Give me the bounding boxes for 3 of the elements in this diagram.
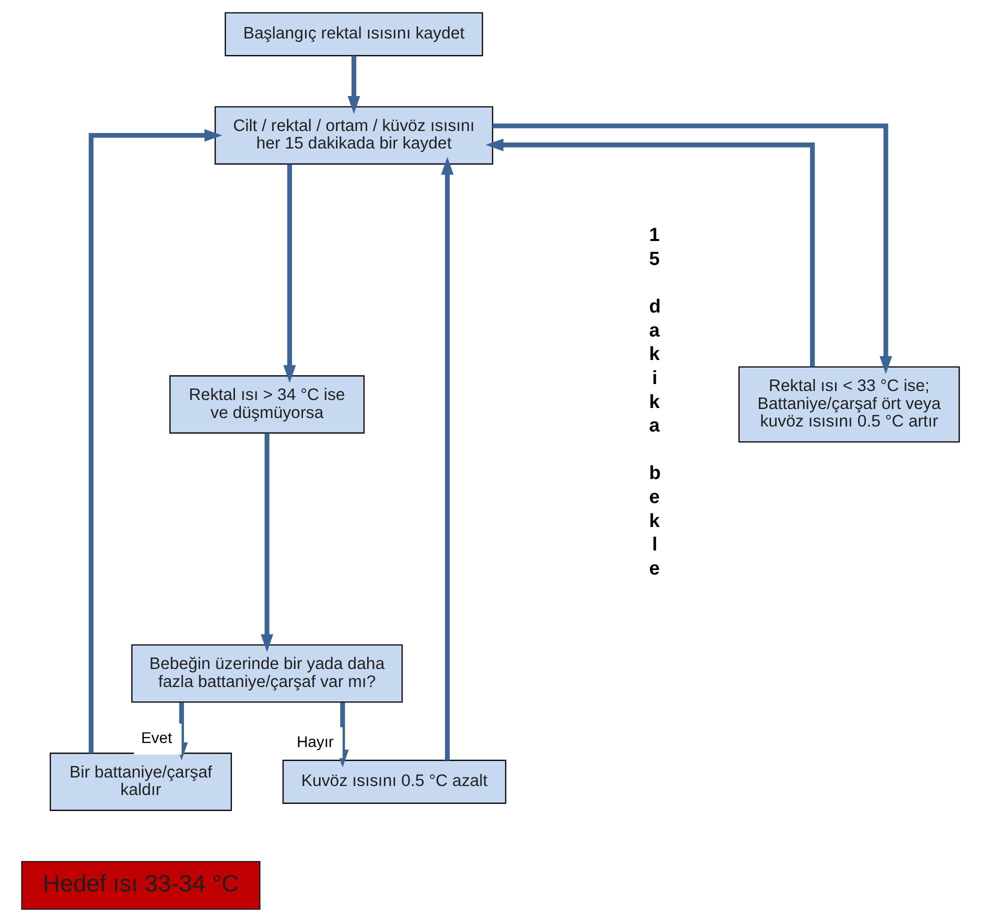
- edge-label: Hayır: [296, 734, 334, 751]
- label: 15 dakika bekle: [649, 225, 661, 580]
- edge-label: Evet: [141, 730, 172, 748]
